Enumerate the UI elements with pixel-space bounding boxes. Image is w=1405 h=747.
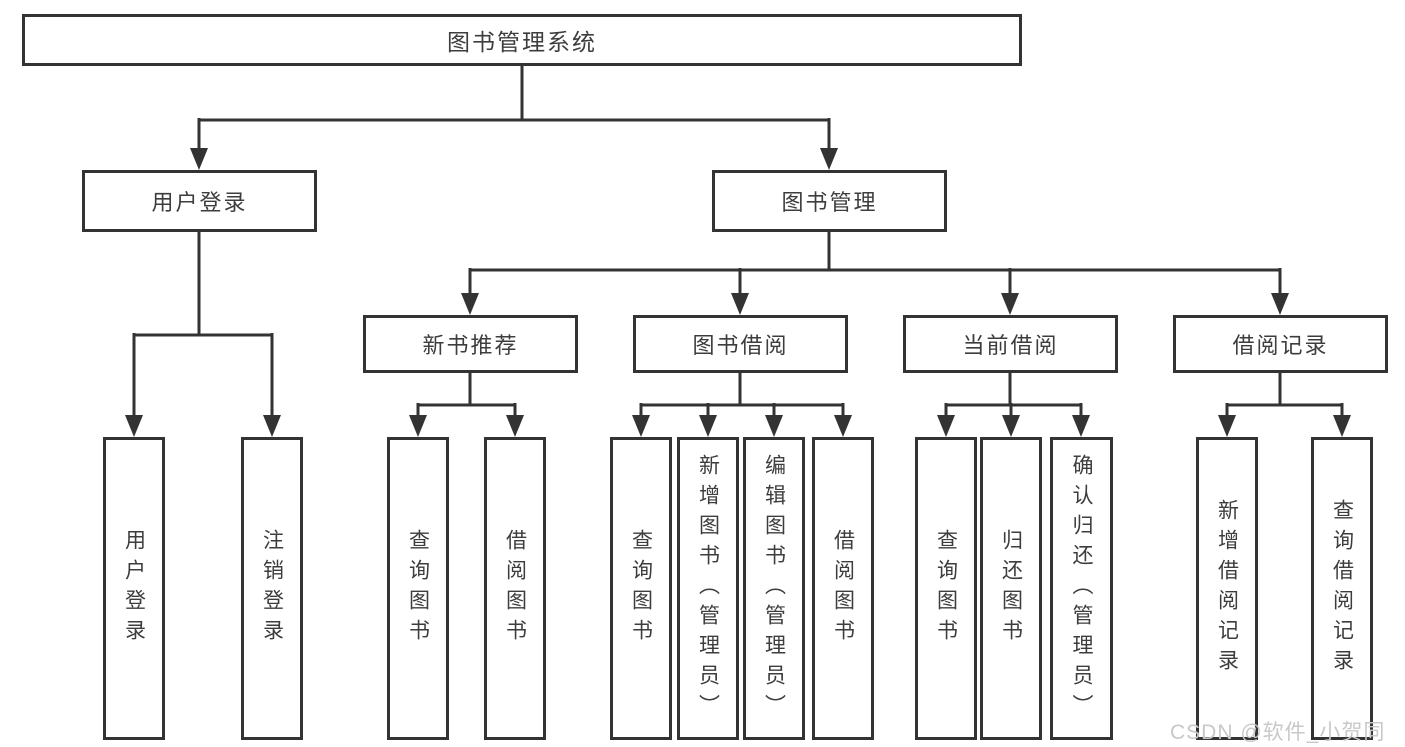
leaf-query-books-current: 查询图书 — [915, 437, 977, 740]
leaf-confirm-return-admin: 确认归还（管理员） — [1050, 437, 1113, 740]
node-user-login: 用户登录 — [82, 170, 317, 232]
leaf-borrow-books-recommend: 借阅图书 — [484, 437, 546, 740]
leaf-edit-books-admin: 编辑图书（管理员） — [743, 437, 805, 740]
leaf-query-books-recommend: 查询图书 — [387, 437, 449, 740]
node-current-borrowing: 当前借阅 — [903, 315, 1118, 373]
node-book-borrowing: 图书借阅 — [633, 315, 848, 373]
leaf-add-borrow-record: 新增借阅记录 — [1196, 437, 1258, 740]
leaf-query-books-borrow: 查询图书 — [610, 437, 672, 740]
node-borrowing-records: 借阅记录 — [1173, 315, 1388, 373]
leaf-return-books: 归还图书 — [980, 437, 1042, 740]
node-book-management: 图书管理 — [712, 170, 947, 232]
node-library-management-system: 图书管理系统 — [22, 14, 1022, 66]
leaf-add-books-admin: 新增图书（管理员） — [677, 437, 739, 740]
leaf-user-login: 用户登录 — [103, 437, 165, 740]
leaf-logout: 注销登录 — [241, 437, 303, 740]
node-new-book-recommendation: 新书推荐 — [363, 315, 578, 373]
leaf-query-borrow-record: 查询借阅记录 — [1311, 437, 1373, 740]
leaf-borrow-books: 借阅图书 — [812, 437, 874, 740]
